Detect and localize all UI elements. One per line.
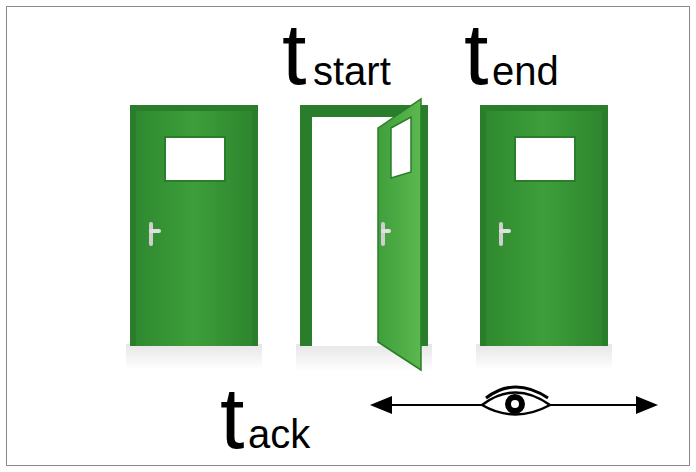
closed-door [476,105,612,370]
open-door [296,99,432,372]
time-symbol: t [282,10,306,98]
time-subscript: end [492,51,559,91]
closed-door [126,105,262,370]
time-subscript: ack [248,414,310,454]
eye-symbol [482,387,550,415]
time-symbol: t [464,10,488,98]
time-subscript: start [313,51,391,91]
time-symbol: t [220,374,244,462]
frame-border [7,7,690,466]
